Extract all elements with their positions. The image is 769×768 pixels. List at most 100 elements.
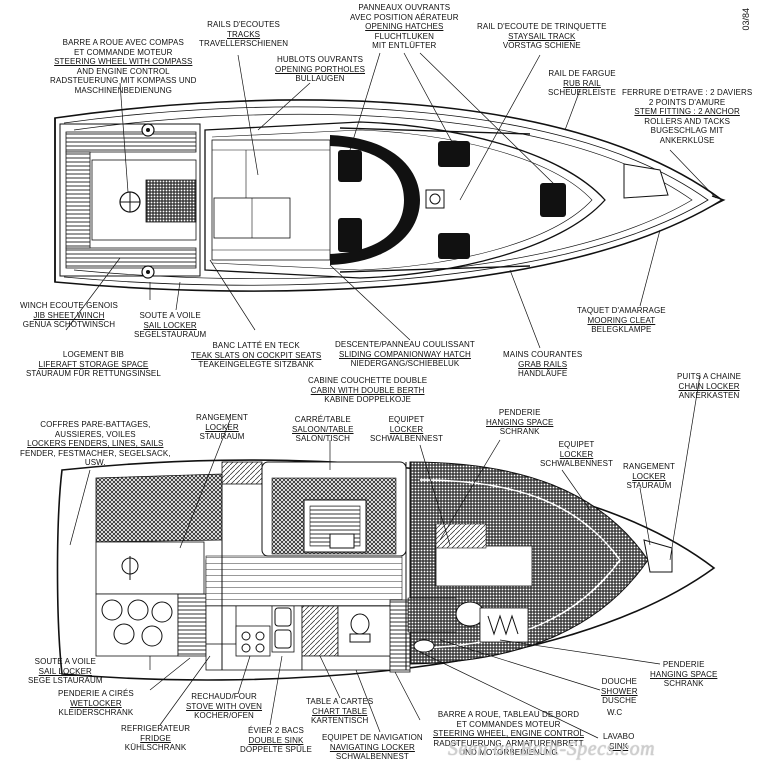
label-line: GRAB RAILS xyxy=(518,359,568,369)
chart-table xyxy=(301,605,339,657)
aft-locker xyxy=(221,461,263,485)
label-line: PENDERIE A CIRÉS xyxy=(58,689,134,698)
label-line: SALON/TISCH xyxy=(295,434,350,444)
stem-fitting xyxy=(711,195,726,207)
label-line: STEERING WHEEL, ENGINE CONTROL xyxy=(433,729,585,739)
cockpit-grate xyxy=(145,179,197,223)
label-line: SOUTE A VOILE xyxy=(139,311,201,320)
label-line: MASCHINENBEDIENUNG xyxy=(74,85,172,95)
label-line: GENUA SCHOTWINSCH xyxy=(22,320,116,330)
stove xyxy=(235,625,271,657)
label-line: STAURAUM FÜR RETTUNGSINSEL xyxy=(26,369,161,379)
opening-hatch-1 xyxy=(338,150,362,182)
opening-hatch-3 xyxy=(438,141,470,167)
label-line: ROLLERS AND TACKS xyxy=(644,116,731,126)
label-line: CHART TABLE xyxy=(312,706,368,716)
label-line: SAIL LOCKER xyxy=(143,320,197,330)
chain-locker xyxy=(643,539,673,573)
label-line: HUBLOTS OUVRANTS xyxy=(276,55,364,64)
label-line: HANGING SPACE xyxy=(650,669,718,679)
label-line: SOUTE A VOILE xyxy=(34,657,96,666)
companionway-hatch-frame xyxy=(330,135,420,265)
label-line: EQUIPET xyxy=(388,415,425,424)
label-line: ANKERKASTEN xyxy=(678,391,740,401)
label-line: AVEC POSITION AÉRATEUR xyxy=(350,12,459,22)
drawing-code: 03/84 xyxy=(741,8,751,31)
saloon-floor xyxy=(205,555,403,607)
label-line: EQUIPET DE NAVIGATION xyxy=(322,733,423,742)
label-line: KÜHLSCHRANK xyxy=(124,743,187,753)
label-line: JIB SHEET WINCH xyxy=(33,310,105,320)
label-line: KOCHER/OFEN xyxy=(194,711,254,721)
aft-double-berth xyxy=(95,473,223,543)
grab-rail-stbd xyxy=(339,265,531,273)
deck-plan xyxy=(54,99,726,292)
label-line: RANGEMENT xyxy=(196,413,249,422)
wet-locker xyxy=(177,593,207,657)
label-line: LIFERAFT STORAGE SPACE xyxy=(38,359,149,369)
label-line: LOCKER xyxy=(559,449,594,459)
label-line: BUGESCHLAG MIT xyxy=(650,126,724,136)
label-line: SEGELSTAURAUM xyxy=(134,330,207,340)
label-line: RAIL D'ECOUTE DE TRINQUETTE xyxy=(477,22,607,31)
deck-rub-rail xyxy=(63,106,709,286)
fridge xyxy=(205,603,237,645)
label-line: REFRIGERATEUR xyxy=(121,724,191,733)
label-line: SCHEUERLEISTE xyxy=(548,88,616,98)
label-line: SEGE LSTAURAUM xyxy=(28,676,103,686)
label-line: SCHRANK xyxy=(663,679,704,689)
label-line: SINK xyxy=(609,741,629,751)
leader-lines xyxy=(65,52,717,739)
label-line: KABINE DOPPELKOJE xyxy=(324,395,411,405)
grab-rail-port xyxy=(339,127,531,135)
label-line: RADSTEUERUNG, ARMATURENBRETT xyxy=(433,738,584,748)
label-line: TRAVELLERSCHIENEN xyxy=(199,39,289,49)
interior-plan xyxy=(56,459,716,681)
label-line: RANGEMENT xyxy=(623,462,676,471)
label-line: TEAKEINGELEGTE SITZBANK xyxy=(198,360,314,370)
label-line: EQUIPET xyxy=(558,440,595,449)
label-line: FENDER, FESTMACHER, SEGELSACK, xyxy=(20,448,171,458)
label-line: MOORING CLEAT xyxy=(587,315,656,325)
foredeck-locker xyxy=(623,163,669,199)
label-line: FRIDGE xyxy=(140,733,171,743)
label-line: RUB RAIL xyxy=(563,78,601,88)
label-line: SHOWER xyxy=(601,686,638,696)
label-line: RAIL DE FARGUE xyxy=(548,69,616,78)
label-line: ÉVIER 2 BACS xyxy=(248,726,304,735)
label-line: BELEGKLAMPE xyxy=(591,325,652,335)
label-line: NIEDERGANG/SCHIEBELUK xyxy=(350,359,460,369)
label-line: STEERING WHEEL WITH COMPASS xyxy=(54,57,193,67)
label-line: OPENING HATCHES xyxy=(365,22,444,32)
shower-area xyxy=(389,599,411,673)
toilet xyxy=(350,613,370,635)
label-line: STOVE WITH OVEN xyxy=(186,701,263,711)
label-line: STAURAUM xyxy=(199,432,245,442)
label-line: LOCKER xyxy=(205,422,239,432)
navigating-locker xyxy=(301,655,391,671)
label-line: LOCKER xyxy=(389,424,424,434)
label-line: LOCKER xyxy=(632,471,666,481)
label-line: LAVABO xyxy=(603,732,635,741)
label-line: SLIDING COMPANIONWAY HATCH xyxy=(338,349,471,359)
label-line: CHAIN LOCKER xyxy=(678,381,740,391)
label-line: CARRÉ/TABLE xyxy=(294,415,351,424)
